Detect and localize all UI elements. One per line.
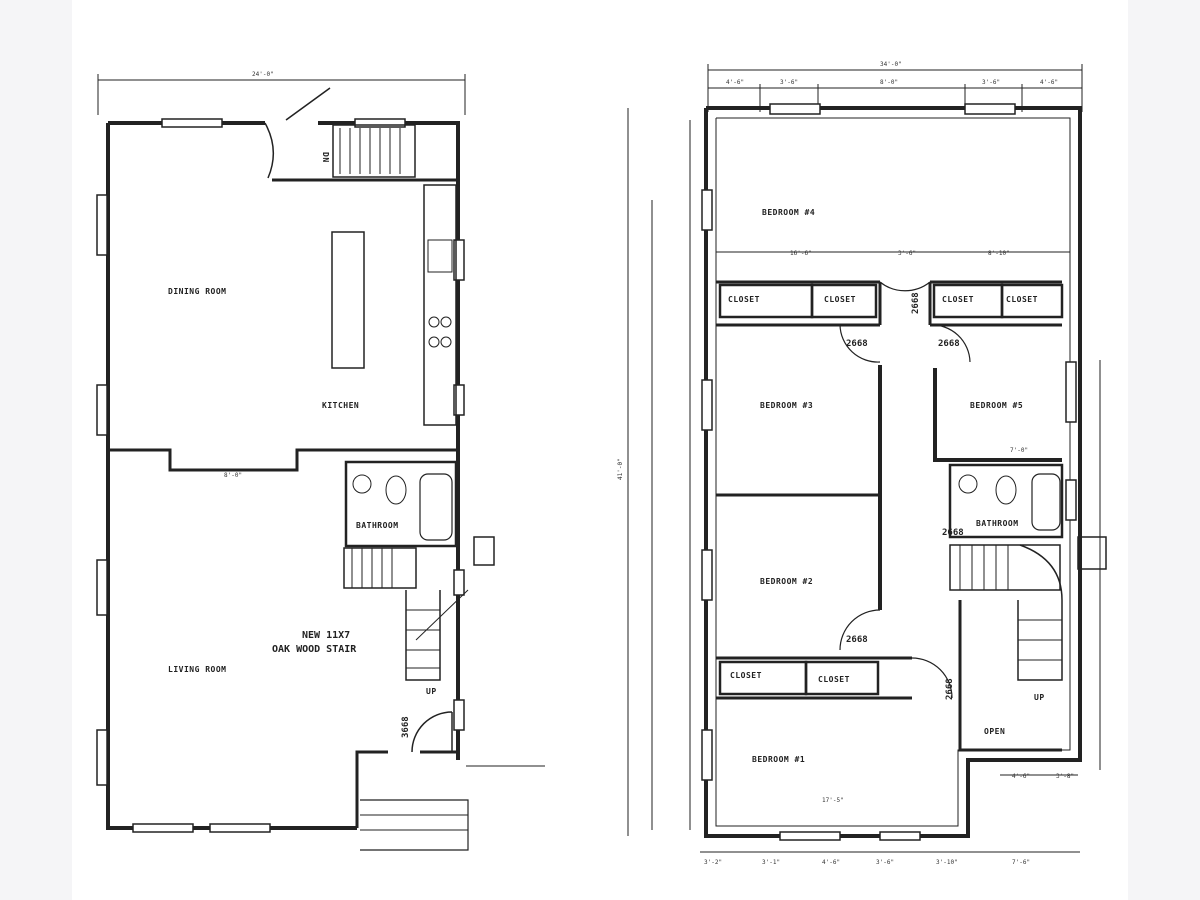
- interior-dimension-2: 3'-6": [898, 250, 916, 257]
- door-size-1: 2668: [911, 292, 921, 314]
- living-room-label: LIVING ROOM: [168, 665, 226, 674]
- bedroom-3-label: BEDROOM #3: [760, 401, 813, 410]
- door-size-3: 2668: [938, 339, 960, 349]
- door-size-2: 2668: [846, 339, 868, 349]
- bedroom-5-label: BEDROOM #5: [970, 401, 1023, 410]
- opening-dimension: 8'-0": [224, 472, 242, 479]
- bottom-dimension-4: 3'-6": [876, 859, 894, 866]
- interior-dimension-1: 16'-6": [790, 250, 812, 257]
- closet-1-label: CLOSET: [728, 295, 760, 304]
- interior-dimension-3: 8'-10": [988, 250, 1010, 257]
- dining-room-label: DINING ROOM: [168, 287, 226, 296]
- top-dimension-4: 3'-6": [982, 79, 1000, 86]
- door-size-6: 2668: [945, 678, 955, 700]
- top-dimension-3: 8'-0": [880, 79, 898, 86]
- interior-dimension-7: 3'-8": [1056, 773, 1074, 780]
- bedroom-2-label: BEDROOM #2: [760, 577, 813, 586]
- closet-5-label: CLOSET: [730, 671, 762, 680]
- interior-dimension-4: 7'-0": [1010, 447, 1028, 454]
- stair-note-line2: OAK WOOD STAIR: [272, 644, 357, 655]
- door-size-4: 2668: [942, 528, 964, 538]
- second-floor-overall-dimension: 34'-0": [880, 61, 902, 68]
- top-dimension-1: 4'-6": [726, 79, 744, 86]
- bottom-dimension-5: 3'-10": [936, 859, 958, 866]
- door-size-5: 2668: [846, 635, 868, 645]
- bottom-dimension-6: 7'-6": [1012, 859, 1030, 866]
- bedroom-4-label: BEDROOM #4: [762, 208, 815, 217]
- stair-note-line1: NEW 11X7: [302, 630, 350, 641]
- top-dimension-2: 3'-6": [780, 79, 798, 86]
- bottom-dimension-1: 3'-2": [704, 859, 722, 866]
- open-area-label: OPEN: [984, 727, 1005, 736]
- closet-3-label: CLOSET: [942, 295, 974, 304]
- bottom-dimension-2: 3'-1": [762, 859, 780, 866]
- dn-label: DN: [321, 152, 330, 163]
- second-floor-bathroom-label: BATHROOM: [976, 519, 1019, 528]
- left-margin: [0, 0, 72, 900]
- second-floor-plan: [627, 64, 1107, 853]
- closet-4-label: CLOSET: [1006, 295, 1038, 304]
- bottom-dimension-3: 4'-6": [822, 859, 840, 866]
- closet-6-label: CLOSET: [818, 675, 850, 684]
- top-dimension-5: 4'-6": [1040, 79, 1058, 86]
- kitchen-label: KITCHEN: [322, 401, 359, 410]
- interior-dimension-6: 4'-6": [1012, 773, 1030, 780]
- up-label: UP: [426, 687, 437, 696]
- bedroom-1-label: BEDROOM #1: [752, 755, 805, 764]
- first-floor-overall-dimension: 24'-0": [252, 71, 274, 78]
- closet-2-label: CLOSET: [824, 295, 856, 304]
- second-floor-up-label: UP: [1034, 693, 1045, 702]
- entry-door-size: 3668: [401, 716, 411, 738]
- interior-dimension-5: 17'-5": [822, 797, 844, 804]
- first-floor-plan: [96, 74, 545, 851]
- left-dimension: 41'-0": [617, 458, 624, 480]
- right-margin: [1128, 0, 1200, 900]
- first-floor-bathroom-label: BATHROOM: [356, 521, 399, 530]
